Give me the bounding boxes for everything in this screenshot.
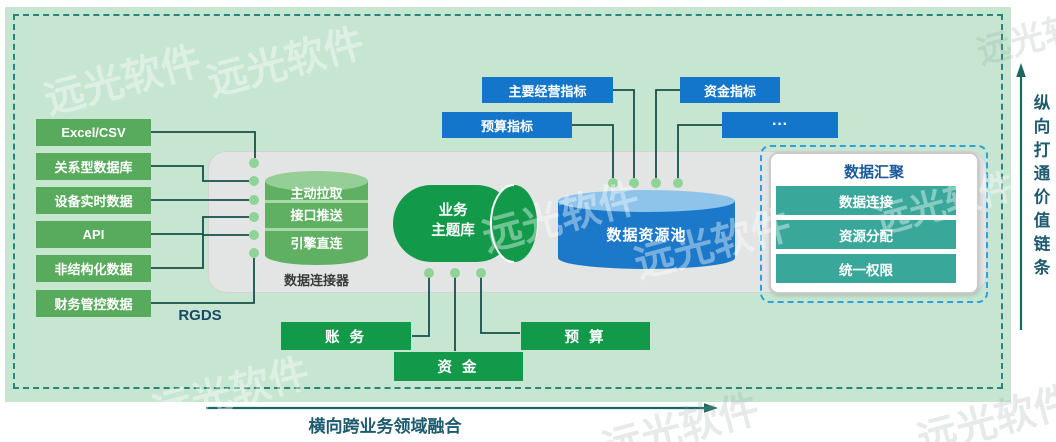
business-topic-cylinder: [393, 184, 537, 263]
connector-method-push: 接口推送: [290, 207, 343, 223]
data-connector-label: 数据连接器: [283, 273, 349, 288]
indicator-connector-lines: [572, 89, 722, 178]
source-box-device-realtime: 设备实时数据: [36, 187, 151, 214]
aggregation-item-resource-allocation: 资源分配: [776, 220, 956, 249]
connector-dot: [249, 212, 259, 222]
indicator-dots: [608, 178, 683, 188]
connector-dot: [629, 178, 639, 188]
data-connector-cylinder: [265, 171, 368, 265]
domain-box-accounting: 账 务: [281, 322, 411, 350]
indicator-box-more: ···: [722, 112, 838, 138]
connector-dot: [424, 268, 434, 278]
connector-dot: [249, 248, 259, 258]
connector-dot: [249, 230, 259, 240]
connector-dot: [249, 195, 259, 205]
connector-dot: [608, 178, 618, 188]
resource-pool-cylinder: [558, 190, 736, 269]
domain-connector-lines: [412, 273, 520, 351]
source-box-relational-db: 关系型数据库: [36, 153, 151, 180]
source-dots: [249, 158, 259, 258]
resource-pool-label: 数据资源池: [606, 227, 687, 244]
source-box-unstructured: 非结构化数据: [36, 255, 151, 282]
connector-dot: [651, 178, 661, 188]
business-topic-line2: 主题库: [431, 222, 475, 239]
data-aggregation-title: 数据汇聚: [843, 164, 904, 181]
connector-method-direct: 引擎直连: [290, 235, 343, 251]
horizontal-axis-arrow: [206, 403, 718, 413]
aggregation-item-data-connection: 数据连接: [776, 186, 956, 215]
domain-box-capital: 资 金: [394, 352, 523, 381]
rgds-label: RGDS: [178, 307, 222, 324]
connector-dot: [249, 158, 259, 168]
connector-dot: [673, 178, 683, 188]
vertical-axis-arrow: [1016, 63, 1026, 330]
connector-method-pull: 主动拉取: [290, 185, 343, 201]
business-topic-db-label: 业务 主题库: [396, 202, 510, 241]
aggregation-item-unified-permission: 统一权限: [776, 254, 956, 283]
source-box-finance-control: 财务管控数据: [36, 290, 151, 317]
business-topic-line1: 业务: [438, 203, 468, 219]
indicator-box-budget: 预算指标: [442, 112, 572, 138]
source-connector-lines: [151, 131, 256, 304]
horizontal-axis-label: 横向跨业务领域融合: [308, 417, 462, 436]
vertical-axis-label: 纵向打通价值链条: [1031, 94, 1049, 282]
connector-dot: [450, 268, 460, 278]
data-aggregation-dashed-frame: [760, 145, 988, 303]
connector-dot: [476, 268, 486, 278]
domain-box-budget: 预 算: [521, 322, 650, 350]
source-box-api: API: [36, 221, 151, 248]
indicator-box-main-operating: 主要经营指标: [482, 77, 613, 103]
connector-dot: [249, 176, 259, 186]
source-box-excel-csv: Excel/CSV: [36, 119, 151, 146]
panel-dashed-border: [13, 14, 1003, 389]
domain-dots: [424, 268, 486, 278]
indicator-box-capital: 资金指标: [680, 77, 780, 103]
